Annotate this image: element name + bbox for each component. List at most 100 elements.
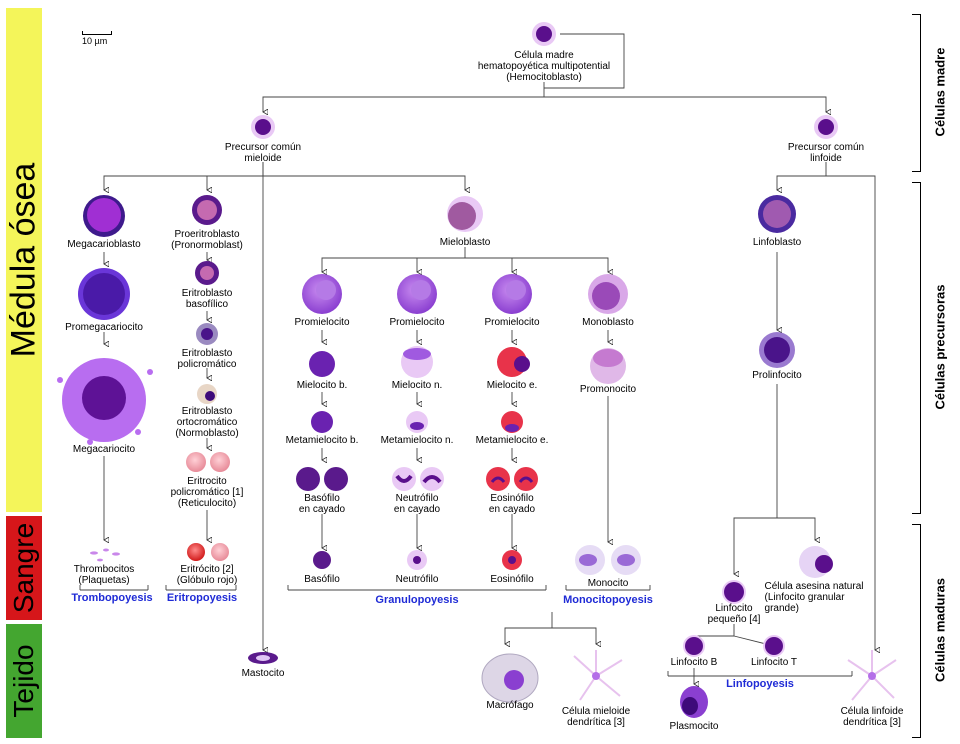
cell-metamielocito-n: [406, 411, 428, 433]
cell-linfocito-t: [763, 635, 785, 657]
label-trombocitos: Thrombocitos(Plaquetas): [73, 564, 135, 586]
cell-promielocito-n: [397, 274, 437, 314]
cell-prolinfocito: [759, 332, 795, 368]
cell-promielocito-b: [302, 274, 342, 314]
cell-metamielocito-e: [501, 411, 523, 433]
label-mielocito-b: Mielocito b.: [296, 380, 348, 391]
cell-reticulocito: [186, 452, 230, 472]
process-trombopoyesis: Trombopoyesis: [71, 592, 153, 604]
cell-dendritica-mieloide: [573, 650, 623, 701]
cell-metamielocito-b: [311, 411, 333, 433]
label-metamielocito-e: Metamielocito e.: [475, 435, 549, 446]
cell-neutrofilo-cayado: [392, 467, 444, 491]
label-megacariocito: Megacariocito: [72, 444, 136, 455]
cell-trombocitos: [90, 548, 120, 562]
label-megacarioblasto: Megacarioblasto: [67, 239, 141, 250]
label-linfocito-t: Linfocito T: [751, 657, 797, 668]
process-linfopoyesis: Linfopoyesis: [726, 678, 794, 690]
cell-nk: [799, 546, 833, 578]
label-linfocito-b: Linfocito B: [670, 657, 718, 668]
cell-megacarioblasto: [83, 195, 125, 237]
cell-linfoblasto: [758, 195, 796, 233]
cell-hemocitoblasto: [532, 22, 556, 46]
scale-bar-line: [82, 31, 112, 35]
label-macrofago: Macrófago: [486, 700, 534, 711]
cell-eritroblasto-basofilo: [195, 261, 219, 285]
process-granulopoyesis: Granulopoyesis: [375, 594, 459, 606]
cell-proeritroblasto: [192, 195, 222, 225]
bracket-maduras: [912, 524, 921, 738]
cell-mielocito-b: [309, 351, 335, 377]
cell-precursor-mieloide: [251, 115, 275, 139]
cell-dendritica-linfoide: [847, 650, 897, 701]
cell-basofilo: [313, 551, 331, 569]
cell-promegacariocito: [78, 268, 130, 320]
label-mielocito-e: Mielocito e.: [486, 380, 538, 391]
label-promielocito-b: Promielocito: [294, 317, 350, 328]
cell-promielocito-e: [492, 274, 532, 314]
cell-monoblasto: [588, 274, 628, 314]
label-mielocito-n: Mielocito n.: [391, 380, 443, 391]
cell-linfocito-pequeno: [722, 580, 746, 604]
scale-bar-label: 10 µm: [82, 36, 108, 46]
cell-linfocito-b: [683, 635, 705, 657]
label-mastocito: Mastocito: [241, 668, 285, 679]
label-monocito: Monocito: [587, 578, 629, 589]
cell-megacariocito: [57, 358, 153, 445]
cell-eritrocito: [187, 543, 229, 561]
cell-mieloblasto: [447, 196, 483, 232]
cell-eritroblasto-policromatico: [196, 323, 218, 345]
label-linfoblasto: Linfoblasto: [752, 237, 802, 248]
label-promegacariocito: Promegacariocito: [65, 322, 143, 333]
band-tejido: Tejido: [6, 624, 42, 738]
scale-bar: 10 µm: [82, 31, 112, 46]
label-basofilo: Basófilo: [304, 574, 340, 585]
label-metamielocito-b: Metamielocito b.: [285, 435, 359, 446]
label-proeritroblasto: Proeritroblasto(Pronormoblast): [171, 229, 243, 251]
bracket-madre: [912, 14, 921, 172]
cell-precursor-linfoide: [814, 115, 838, 139]
label-promielocito-n: Promielocito: [389, 317, 445, 328]
label-promielocito-e: Promielocito: [484, 317, 540, 328]
cell-eritroblasto-ortocromatico: [197, 384, 217, 404]
cell-macrofago: [481, 653, 539, 703]
label-prolinfocito: Prolinfocito: [752, 370, 802, 381]
cell-promonocito: [590, 348, 626, 384]
cell-eosinofilo-cayado: [486, 467, 538, 491]
cell-plasmocito: [680, 686, 708, 718]
process-monocitopoyesis: Monocitopoyesis: [563, 594, 653, 606]
connectors: [79, 33, 875, 684]
label-eosinofilo: Eosinófilo: [490, 574, 534, 585]
cell-monocito: [575, 545, 641, 575]
label-mieloblasto: Mieloblasto: [439, 237, 491, 248]
process-eritropoyesis: Eritropoyesis: [166, 592, 238, 604]
band-sangre: Sangre: [6, 516, 42, 620]
cell-eosinofilo: [502, 550, 522, 570]
label-monoblasto: Monoblasto: [582, 317, 634, 328]
cell-mielocito-n: [401, 346, 433, 378]
band-medula: Médula ósea: [5, 8, 43, 512]
label-nk: Célula asesina natural(Linfocito granula…: [764, 581, 864, 614]
label-eritrocito: Eritrócito [2](Glóbulo rojo): [176, 564, 238, 586]
cell-mielocito-e: [497, 347, 530, 377]
label-promonocito: Promonocito: [579, 384, 637, 395]
label-neutrofilo: Neutrófilo: [395, 574, 439, 585]
cell-neutrofilo: [407, 550, 427, 570]
bracket-precursoras: [912, 182, 921, 514]
cell-basofilo-cayado: [296, 467, 348, 491]
cell-mastocito: [248, 652, 278, 664]
